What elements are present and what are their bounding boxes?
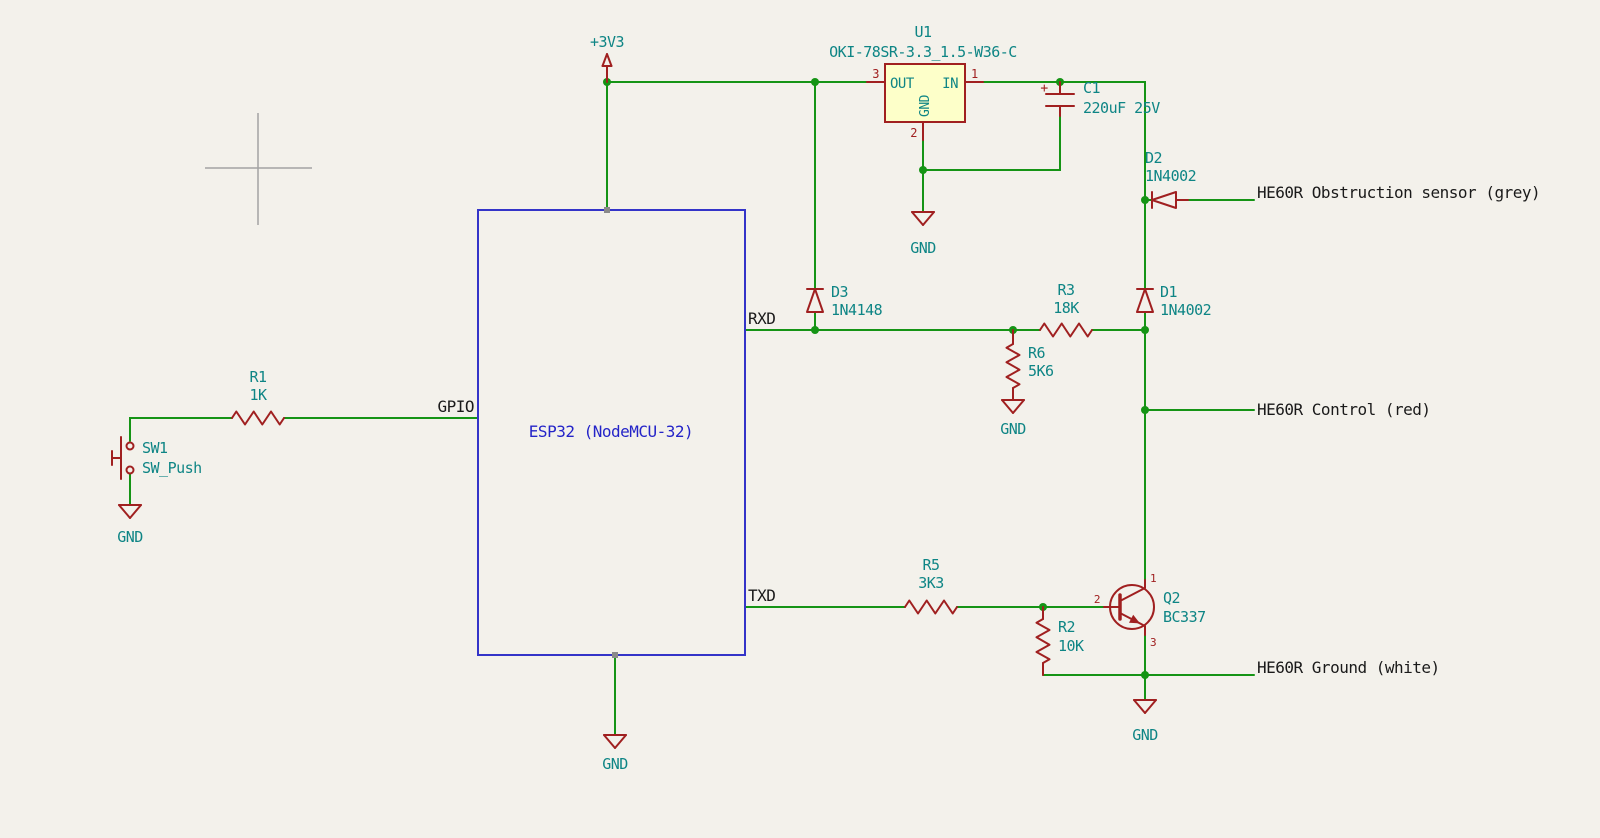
resistor-r1[interactable]: R1 1K — [231, 368, 285, 426]
external-labels: HE60R Obstruction sensor (grey) HE60R Co… — [1257, 183, 1541, 677]
junction-dots — [603, 78, 1149, 679]
diode-d2[interactable]: D2 1N4002 — [1145, 149, 1197, 209]
ground-symbols: GND GND GND GND GND — [117, 211, 1159, 773]
ref-label-d3: D3 — [831, 283, 848, 301]
ref-label-sw1: SW1 — [142, 439, 168, 457]
esp32-label: ESP32 (NodeMCU-32) — [529, 422, 693, 441]
resistor-r5[interactable]: R5 3K3 — [904, 556, 958, 615]
emitter-arrow — [1129, 614, 1140, 624]
power-flag-3v3[interactable]: +3V3 — [590, 33, 625, 83]
ref-label-r5: R5 — [922, 556, 939, 574]
resistor-body — [904, 599, 958, 615]
resistor-r6[interactable]: R6 5K6 — [1005, 329, 1055, 401]
value-label-d1: 1N4002 — [1160, 301, 1211, 319]
ref-label-r2: R2 — [1058, 618, 1075, 636]
regulator-body — [884, 63, 966, 123]
ref-label-q2: Q2 — [1163, 589, 1180, 607]
ref-label-d1: D1 — [1160, 283, 1178, 301]
resistor-r3[interactable]: R3 18K — [1039, 281, 1093, 338]
resistor-body — [1039, 322, 1093, 338]
switch-sw1[interactable]: SW1 SW_Push — [111, 436, 202, 480]
esp32-block[interactable]: ESP32 (NodeMCU-32) — [477, 207, 746, 658]
pin-name-out: OUT — [890, 76, 915, 92]
value-label-c1: 220uF 25V — [1083, 99, 1160, 117]
value-label-sw1: SW_Push — [142, 459, 202, 477]
ref-label-c1: C1 — [1083, 79, 1101, 97]
pin-number-emitter: 3 — [1150, 636, 1156, 649]
pin-number-3: 3 — [872, 67, 879, 81]
polarity-plus-mark: + — [1040, 81, 1048, 96]
gnd-symbol-q2[interactable] — [1133, 699, 1157, 714]
net-label-txd[interactable]: TXD — [748, 586, 776, 605]
value-label-r2: 10K — [1058, 637, 1084, 655]
resistor-body — [231, 410, 285, 426]
external-label-ground[interactable]: HE60R Ground (white) — [1257, 658, 1440, 677]
ref-label-r1: R1 — [249, 368, 267, 386]
gnd-symbol-u1[interactable] — [911, 211, 935, 226]
value-label-d2: 1N4002 — [1145, 167, 1196, 185]
value-label-r3: 18K — [1053, 299, 1079, 317]
schematic-wires[interactable] — [129, 81, 1255, 736]
net-label-gpio[interactable]: GPIO — [437, 397, 474, 416]
pin-number-1: 1 — [971, 67, 978, 81]
transistor-q2[interactable]: 1 2 3 Q2 BC337 — [1094, 572, 1206, 649]
pin-end-marker — [612, 652, 618, 658]
crosshair-marker — [205, 113, 312, 225]
collector-lead — [1119, 579, 1146, 602]
resistor-body — [1005, 343, 1021, 389]
gnd-label-esp32: GND — [602, 755, 628, 773]
ref-label-u1: U1 — [914, 23, 932, 41]
external-label-control[interactable]: HE60R Control (red) — [1257, 400, 1431, 419]
diode-triangle — [1151, 191, 1177, 209]
capacitor-c1[interactable]: + C1 220uF 25V — [1040, 79, 1161, 117]
pin-name-gnd: GND — [918, 94, 933, 117]
gnd-label-u1: GND — [910, 239, 936, 257]
value-label-q2: BC337 — [1163, 608, 1206, 626]
diode-d3[interactable]: D3 1N4148 — [806, 283, 883, 319]
power-label-3v3: +3V3 — [590, 33, 624, 51]
ref-label-r6: R6 — [1028, 344, 1046, 362]
gnd-label-q2: GND — [1132, 726, 1158, 744]
pin-end-marker — [604, 207, 610, 213]
switch-contact — [125, 441, 135, 451]
power-arrow-icon — [601, 53, 613, 83]
value-label-r5: 3K3 — [918, 574, 944, 592]
switch-contact — [125, 465, 135, 475]
external-label-obstruction-sensor[interactable]: HE60R Obstruction sensor (grey) — [1257, 183, 1541, 202]
gnd-label-sw1: GND — [117, 528, 143, 546]
capacitor-body — [1045, 81, 1075, 117]
resistor-body — [1035, 618, 1051, 664]
net-label-rxd[interactable]: RXD — [748, 309, 776, 328]
value-label-d3: 1N4148 — [831, 301, 883, 319]
ref-label-r3: R3 — [1057, 281, 1074, 299]
value-label-r6: 5K6 — [1028, 362, 1054, 380]
pin-name-in: IN — [942, 76, 958, 92]
pin-number-collector: 1 — [1150, 572, 1156, 585]
regulator-u1[interactable]: U1 OKI-78SR-3.3_1.5-W36-C OUT IN GND 3 1… — [829, 23, 1017, 141]
regulator-pin-stubs — [866, 81, 984, 141]
gnd-symbol-sw1[interactable] — [118, 504, 142, 519]
diode-d1[interactable]: D1 1N4002 — [1136, 283, 1212, 319]
pin-number-2: 2 — [910, 126, 917, 140]
net-labels: RXD TXD GPIO — [437, 309, 775, 605]
value-label-r1: 1K — [249, 386, 267, 404]
diode-triangle — [806, 288, 824, 313]
value-label-u1: OKI-78SR-3.3_1.5-W36-C — [829, 43, 1017, 61]
diode-triangle — [1136, 288, 1154, 313]
gnd-symbol-r6[interactable] — [1001, 399, 1025, 414]
pin-number-base: 2 — [1094, 593, 1100, 606]
gnd-label-r6: GND — [1000, 420, 1026, 438]
esp32-outline — [477, 209, 746, 656]
ref-label-d2: D2 — [1145, 149, 1162, 167]
resistor-r2[interactable]: R2 10K — [1035, 606, 1085, 676]
gnd-symbol-esp32[interactable] — [603, 734, 627, 749]
emitter-lead — [1119, 612, 1146, 636]
